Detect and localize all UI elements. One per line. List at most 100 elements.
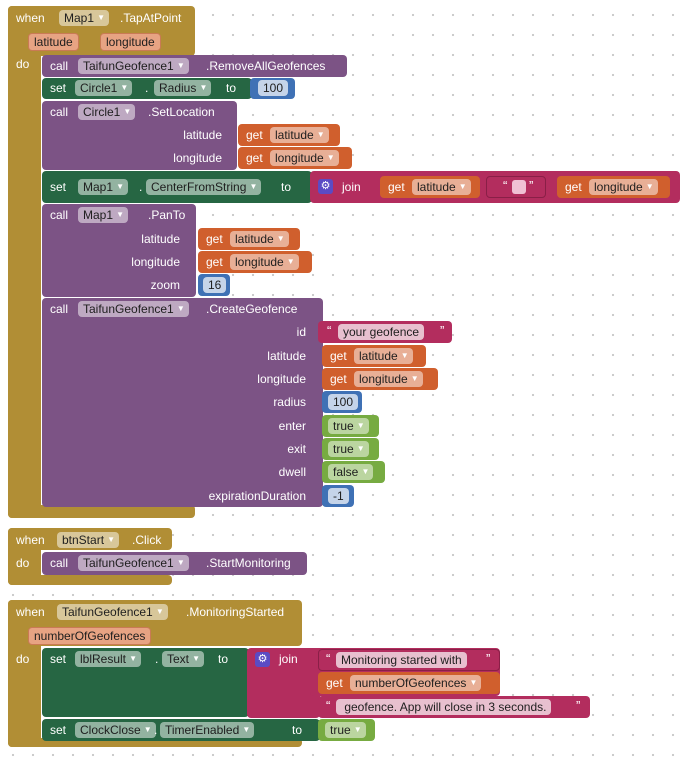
component-dropdown[interactable]: Circle1▼ [78, 104, 136, 120]
dropdown-arrow-icon: ▼ [356, 421, 365, 430]
event-footer[interactable] [8, 575, 172, 585]
arg-label: zoom [150, 278, 180, 292]
dropdown-arrow-icon: ▼ [123, 107, 132, 116]
event-name: .MonitoringStarted [186, 605, 285, 619]
boolean-dropdown[interactable]: true▼ [325, 722, 366, 738]
component-dropdown[interactable]: ClockClose▼ [75, 722, 156, 738]
quote-open: “ [326, 651, 331, 666]
variable-dropdown[interactable]: latitude▼ [412, 179, 471, 195]
variable-dropdown[interactable]: longitude▼ [230, 254, 299, 270]
quote-open: “ [327, 323, 332, 338]
call-keyword: call [50, 105, 69, 119]
dropdown-value: longitude [235, 255, 284, 269]
dropdown-value: Map1 [83, 208, 114, 222]
property-dropdown[interactable]: CenterFromString▼ [146, 179, 262, 195]
event-do-bar[interactable] [8, 6, 41, 518]
boolean-dropdown[interactable]: true▼ [328, 418, 369, 434]
component-dropdown[interactable]: btnStart▼ [57, 532, 120, 548]
boolean-dropdown[interactable]: false▼ [328, 464, 374, 480]
dropdown-arrow-icon: ▼ [242, 725, 251, 734]
quote-open: “ [503, 178, 508, 193]
param-number-of-geofences[interactable]: numberOfGeofences [28, 627, 152, 645]
dropdown-value: ClockClose [80, 723, 141, 737]
component-dropdown[interactable]: TaifunGeofence1▼ [78, 58, 189, 74]
variable-dropdown[interactable]: latitude▼ [230, 231, 289, 247]
do-keyword: do [16, 652, 30, 666]
when-keyword: when [16, 605, 45, 619]
get-keyword: get [326, 676, 343, 690]
get-keyword: get [330, 349, 347, 363]
boolean-dropdown[interactable]: true▼ [328, 441, 369, 457]
arg-label: exit [287, 442, 306, 456]
variable-dropdown[interactable]: longitude▼ [270, 150, 339, 166]
event-name: .Click [132, 533, 162, 547]
when-keyword: when [16, 11, 45, 25]
set-keyword: set [50, 652, 67, 666]
get-keyword: get [206, 232, 223, 246]
set-keyword: set [50, 81, 67, 95]
call-circle-setlocation-block[interactable] [42, 101, 237, 170]
dropdown-value: TaifunGeofence1 [83, 302, 174, 316]
set-keyword: set [50, 723, 67, 737]
variable-dropdown[interactable]: longitude▼ [354, 371, 423, 387]
event-do-bar[interactable] [8, 600, 41, 747]
number-field[interactable]: 100 [328, 394, 359, 410]
variable-dropdown[interactable]: numberOfGeofences▼ [350, 675, 482, 691]
component-dropdown[interactable]: Map1▼ [59, 10, 110, 26]
number-field[interactable]: 16 [203, 277, 227, 293]
dropdown-arrow-icon: ▼ [316, 130, 325, 139]
variable-dropdown[interactable]: latitude▼ [354, 348, 413, 364]
dot-separator: . [139, 180, 143, 194]
text-field[interactable]: geofence. App will close in 3 seconds. [336, 699, 552, 715]
call-create-geofence-block[interactable] [42, 298, 323, 507]
dropdown-value: latitude [359, 349, 398, 363]
number-field[interactable]: 100 [258, 80, 289, 96]
property-dropdown[interactable]: Text▼ [162, 651, 205, 667]
variable-dropdown[interactable]: latitude▼ [270, 127, 329, 143]
do-keyword: do [16, 57, 30, 71]
component-dropdown[interactable]: Map1▼ [78, 179, 129, 195]
component-dropdown[interactable]: TaifunGeofence1▼ [78, 301, 189, 317]
dropdown-arrow-icon: ▼ [410, 374, 419, 383]
component-dropdown[interactable]: TaifunGeofence1▼ [57, 604, 168, 620]
dropdown-value: numberOfGeofences [355, 676, 467, 690]
dropdown-value: longitude [594, 180, 643, 194]
dropdown-value: true [333, 419, 354, 433]
text-field[interactable]: your geofence [338, 324, 425, 340]
dropdown-value: true [333, 442, 354, 456]
param-longitude[interactable]: longitude [100, 33, 161, 51]
dropdown-arrow-icon: ▼ [192, 654, 201, 663]
number-field[interactable]: -1 [328, 488, 349, 504]
param-latitude[interactable]: latitude [28, 33, 79, 51]
dropdown-value: longitude [359, 372, 408, 386]
get-keyword: get [330, 372, 347, 386]
call-keyword: call [50, 556, 69, 570]
call-keyword: call [50, 302, 69, 316]
component-dropdown[interactable]: lblResult▼ [75, 651, 142, 667]
gear-icon[interactable]: ⚙ [255, 652, 270, 667]
property-dropdown[interactable]: Radius▼ [154, 80, 212, 96]
dropdown-arrow-icon: ▼ [97, 13, 106, 22]
get-keyword: get [246, 128, 263, 142]
when-keyword: when [16, 533, 45, 547]
event-footer[interactable] [8, 738, 302, 747]
component-dropdown[interactable]: Map1▼ [78, 207, 129, 223]
dropdown-value: TaifunGeofence1 [83, 556, 174, 570]
arg-label: dwell [278, 465, 306, 479]
empty-text-field[interactable] [512, 180, 526, 194]
dot-separator: . [155, 652, 159, 666]
event-footer[interactable] [8, 505, 195, 518]
dropdown-value: lblResult [80, 652, 127, 666]
to-keyword: to [218, 652, 229, 666]
component-dropdown[interactable]: TaifunGeofence1▼ [78, 555, 189, 571]
text-field[interactable]: Monitoring started with [336, 652, 467, 668]
dropdown-value: false [333, 465, 359, 479]
variable-dropdown[interactable]: longitude▼ [589, 179, 658, 195]
dot-separator: . [154, 723, 158, 737]
get-keyword: get [246, 151, 263, 165]
property-dropdown[interactable]: TimerEnabled▼ [160, 722, 255, 738]
dropdown-arrow-icon: ▼ [469, 678, 478, 687]
component-dropdown[interactable]: Circle1▼ [75, 80, 133, 96]
gear-icon[interactable]: ⚙ [318, 179, 333, 194]
dropdown-value: Radius [159, 81, 197, 95]
